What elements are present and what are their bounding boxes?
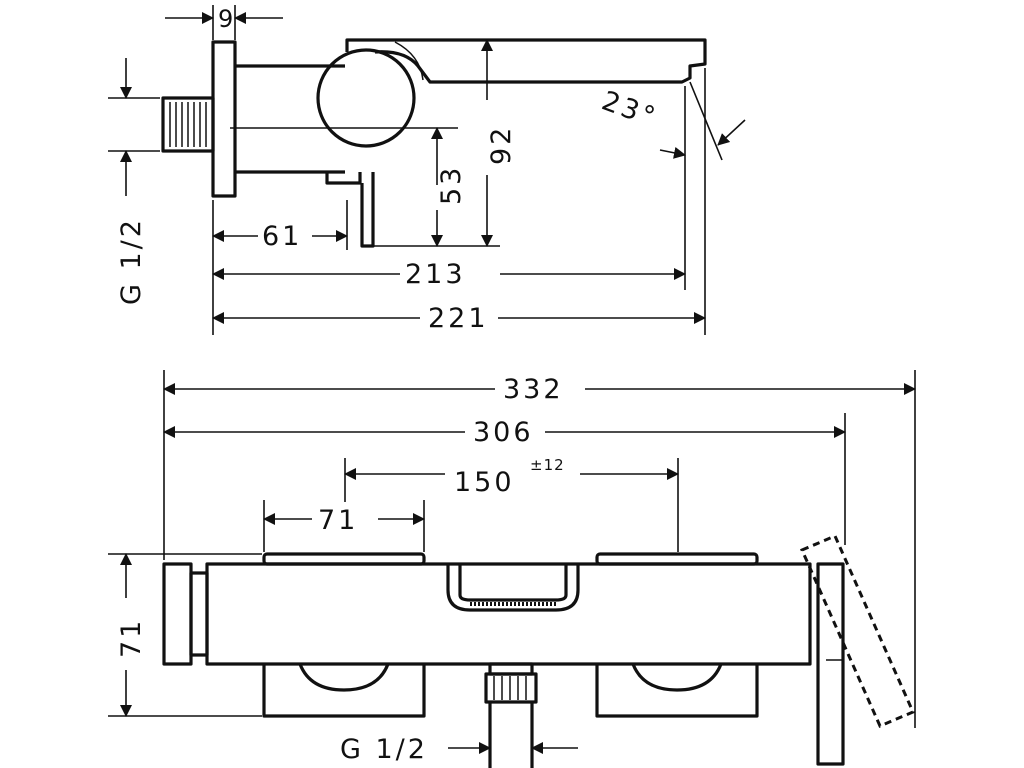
mixer-lever <box>816 562 845 766</box>
dim-wall-thread: G 1/2 <box>116 217 147 305</box>
dim-overall-length: 332 <box>503 374 564 405</box>
dim-outlet-height: 53 <box>436 165 467 205</box>
dim-bottom-thread: G 1/2 <box>340 734 428 765</box>
dim-centre-distance: 150 <box>454 467 515 498</box>
mixer-lever-alt-position <box>800 534 915 728</box>
wall-connector-thread <box>161 96 215 153</box>
wall-plate <box>211 40 237 198</box>
right-wall-cover <box>595 552 759 566</box>
spout <box>345 38 707 84</box>
left-bottom-cover <box>262 663 426 718</box>
dim-body-depth: 71 <box>116 618 147 658</box>
dim-cover-width: 71 <box>318 505 358 536</box>
left-end-cap <box>162 562 193 666</box>
left-wall-cover <box>262 552 426 566</box>
dim-total-projection: 221 <box>428 303 489 334</box>
dim-top-thread: 9 <box>218 5 233 33</box>
dim-centre-tolerance: ±12 <box>530 456 565 474</box>
side-view: 9 G 1/2 61 53 92 23° 213 <box>108 5 746 335</box>
front-view: 332 306 150 ±12 71 71 G 1/2 <box>108 370 916 768</box>
dim-spout-angle: 23° <box>598 85 662 134</box>
dim-body-length: 306 <box>473 417 534 448</box>
mixer-body <box>235 64 345 174</box>
dim-total-height: 92 <box>486 125 517 165</box>
dim-spout-projection: 213 <box>405 259 466 290</box>
body-housing <box>205 562 812 666</box>
diverter-button <box>446 564 580 612</box>
diverter-lever <box>325 172 375 248</box>
dim-lever-to-wall: 61 <box>262 221 302 252</box>
mixer-handle <box>316 48 416 148</box>
right-bottom-cover <box>595 663 759 718</box>
outlet-thread <box>484 662 538 768</box>
